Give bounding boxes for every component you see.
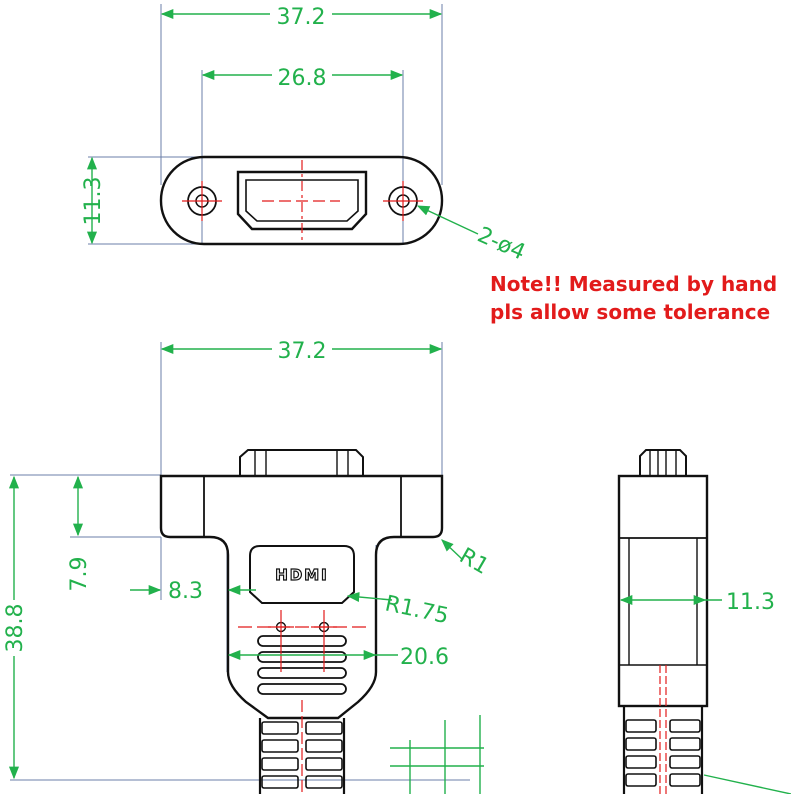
tolerance-note: Note!! Measured by hand pls allow some t… [490, 270, 777, 326]
clip-ribs [254, 450, 349, 476]
top-extension-lines [88, 4, 443, 245]
neck-offset-dimension: 8.3 [168, 579, 203, 604]
flange-outline [159, 155, 444, 246]
logo-plate [249, 545, 355, 604]
corner-radius-dimension: R1 [455, 544, 493, 580]
dim-label-bg [272, 337, 332, 363]
dim-label-bg [272, 63, 332, 89]
side-cable-outline [622, 706, 704, 794]
holes-callout: 2-ø4 [474, 223, 529, 266]
hdmi-port-outer [236, 170, 368, 231]
top-centerlines [182, 160, 423, 242]
side-centerlines [659, 665, 667, 794]
side-clip-ribs [649, 450, 677, 476]
cable-outline [258, 718, 346, 794]
logo-radius-dimension: R1.75 [383, 591, 451, 629]
side-dimension-lines [619, 594, 791, 794]
front-view: HDMI [3, 337, 493, 794]
side-body [617, 474, 709, 708]
side-clip [639, 449, 687, 476]
top-clip [239, 449, 364, 476]
note-line-1: Note!! Measured by hand [490, 272, 778, 296]
side-strain-ribs [625, 719, 701, 787]
hdmi-port-inner [245, 179, 359, 222]
flange-depth-dimension: 7.9 [67, 557, 92, 592]
top-view: 37.2 26.8 11.3 2-ø4 [81, 2, 529, 266]
total-height-dimension: 38.8 [3, 604, 28, 653]
hdmi-logo: HDMI [275, 566, 329, 584]
flange-dividers [203, 476, 402, 537]
vent-slots [257, 635, 347, 695]
dim-label-bg [270, 2, 332, 28]
strain-relief-ribs [261, 721, 343, 789]
front-width-dimension: 37.2 [278, 339, 327, 364]
hole-spacing-dimension: 26.8 [278, 66, 327, 91]
top-dimension-lines [86, 8, 479, 245]
front-body-outline [159, 474, 444, 720]
front-centerlines [238, 610, 366, 794]
body-width-dimension: 20.6 [400, 645, 449, 670]
top-width-dimension: 37.2 [277, 5, 326, 30]
side-thickness-dimension: 11.3 [726, 590, 775, 615]
side-view: 11.3 [617, 449, 791, 794]
dim-label-bg [4, 600, 26, 656]
note-line-2: pls allow some tolerance [490, 300, 771, 324]
flange-height-dimension: 11.3 [81, 177, 106, 226]
